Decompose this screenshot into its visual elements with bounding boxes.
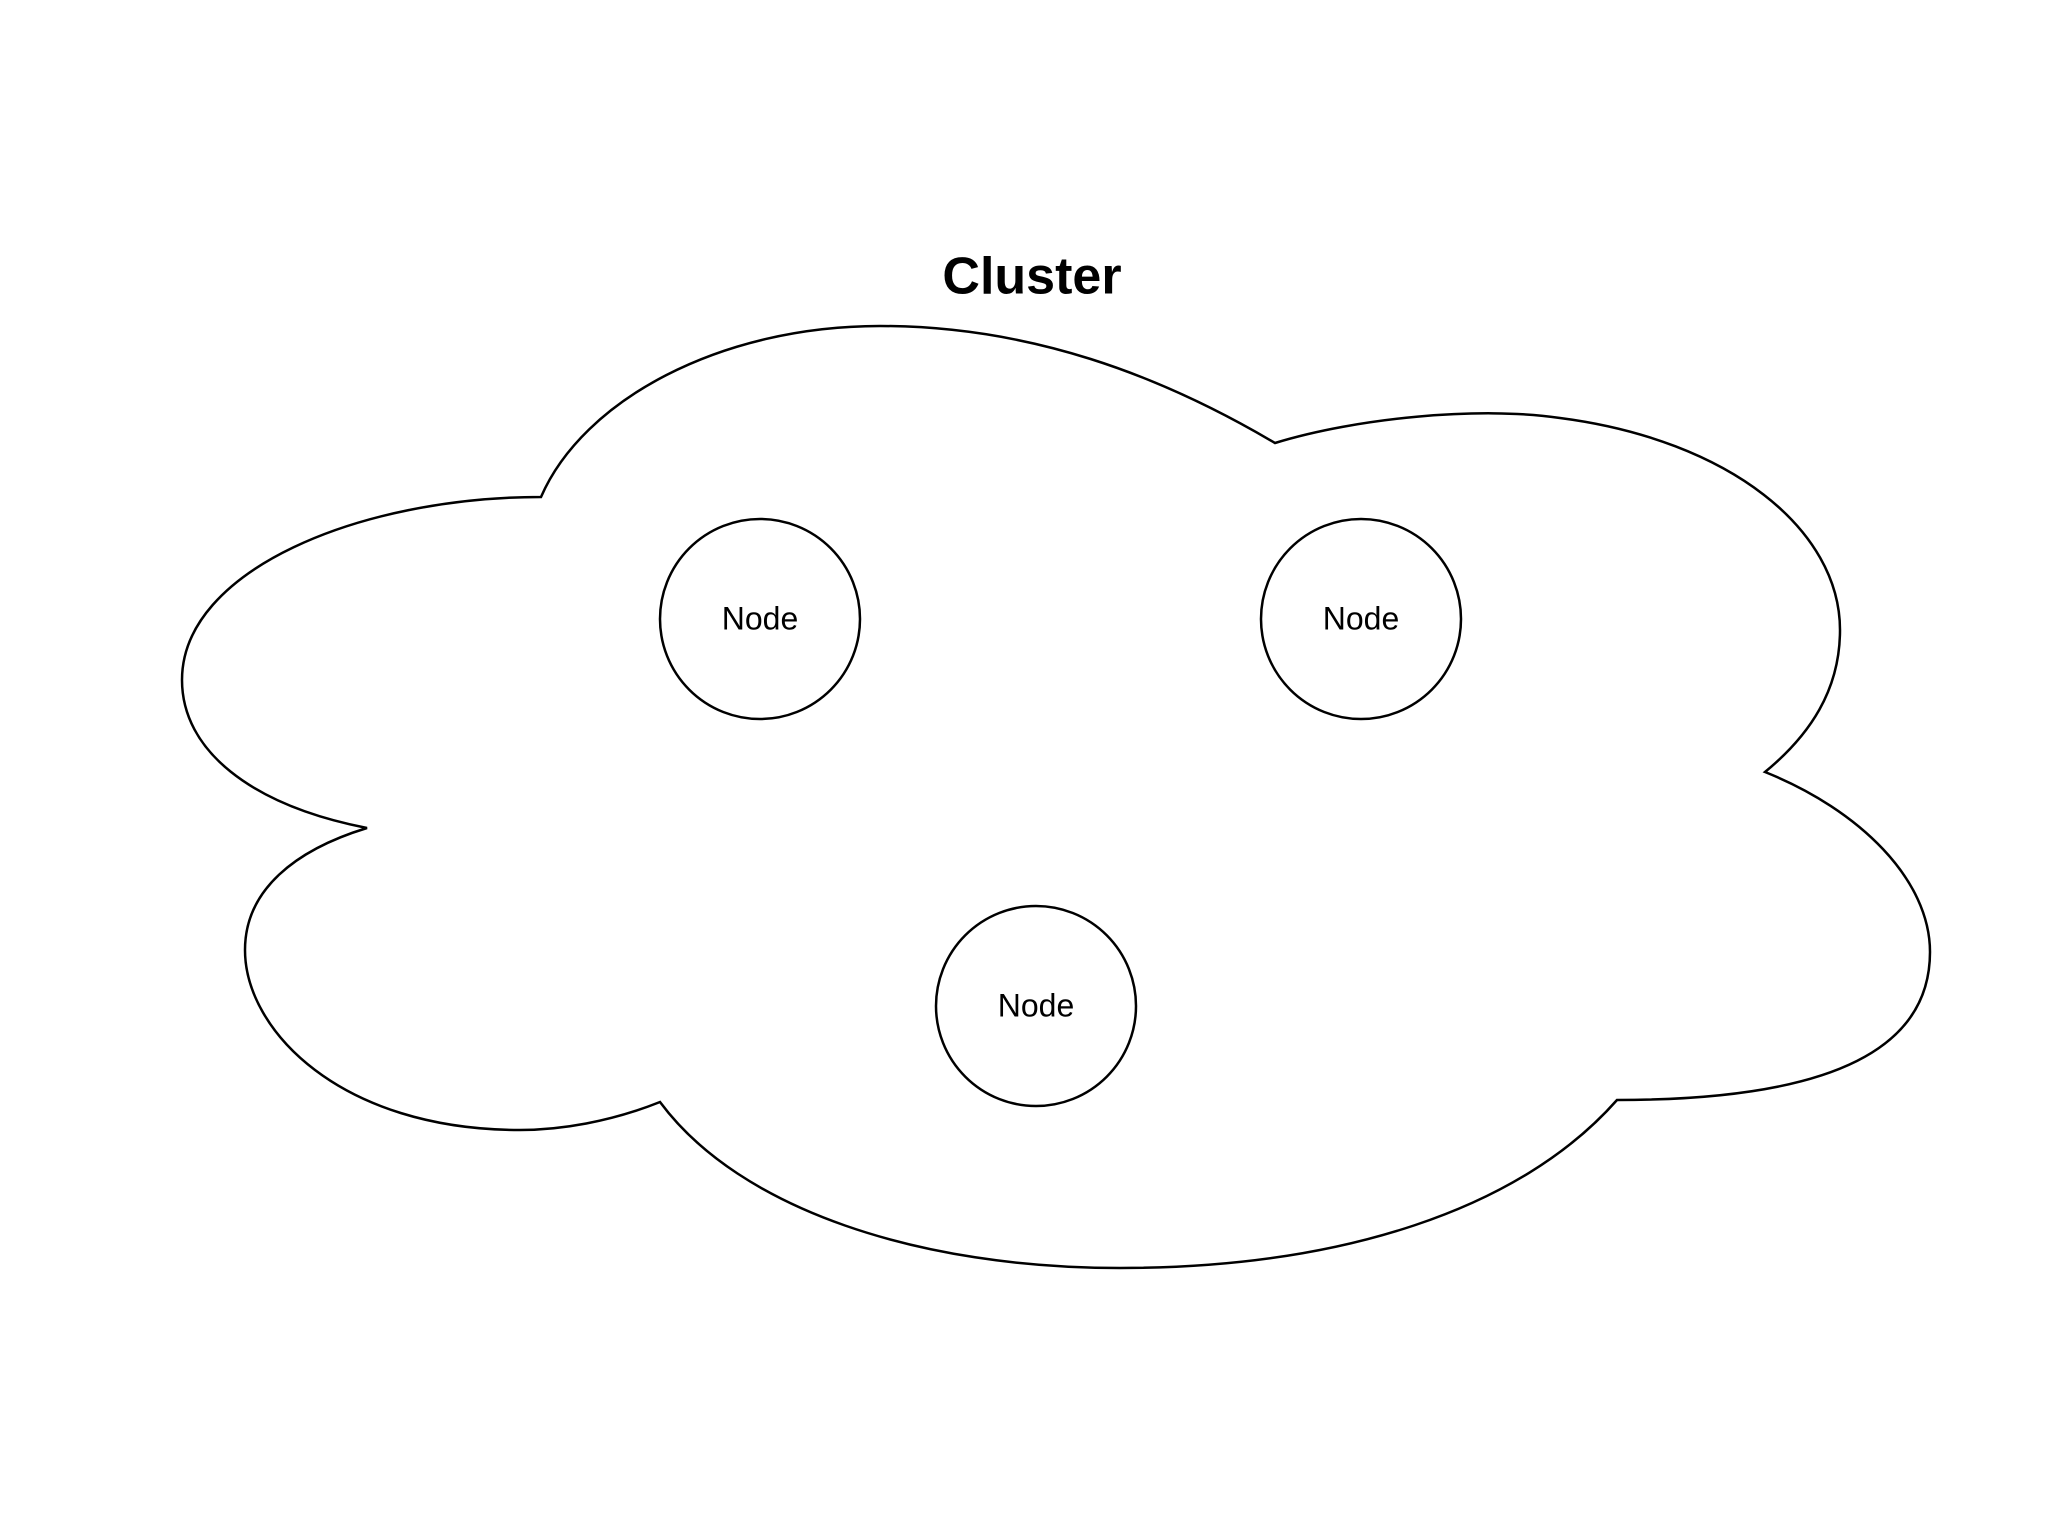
node-3: Node — [934, 904, 1138, 1108]
node-1: Node — [658, 517, 862, 721]
node-2-label: Node — [1323, 600, 1400, 636]
node-1-label: Node — [722, 600, 799, 636]
node-2: Node — [1259, 517, 1463, 721]
cluster-title: Cluster — [942, 248, 1121, 306]
node-2-circle — [1259, 517, 1463, 721]
node-3-circle — [934, 904, 1138, 1108]
node-1-circle — [658, 517, 862, 721]
node-3-label: Node — [998, 987, 1075, 1023]
cluster-cloud-shape — [180, 324, 1932, 1270]
